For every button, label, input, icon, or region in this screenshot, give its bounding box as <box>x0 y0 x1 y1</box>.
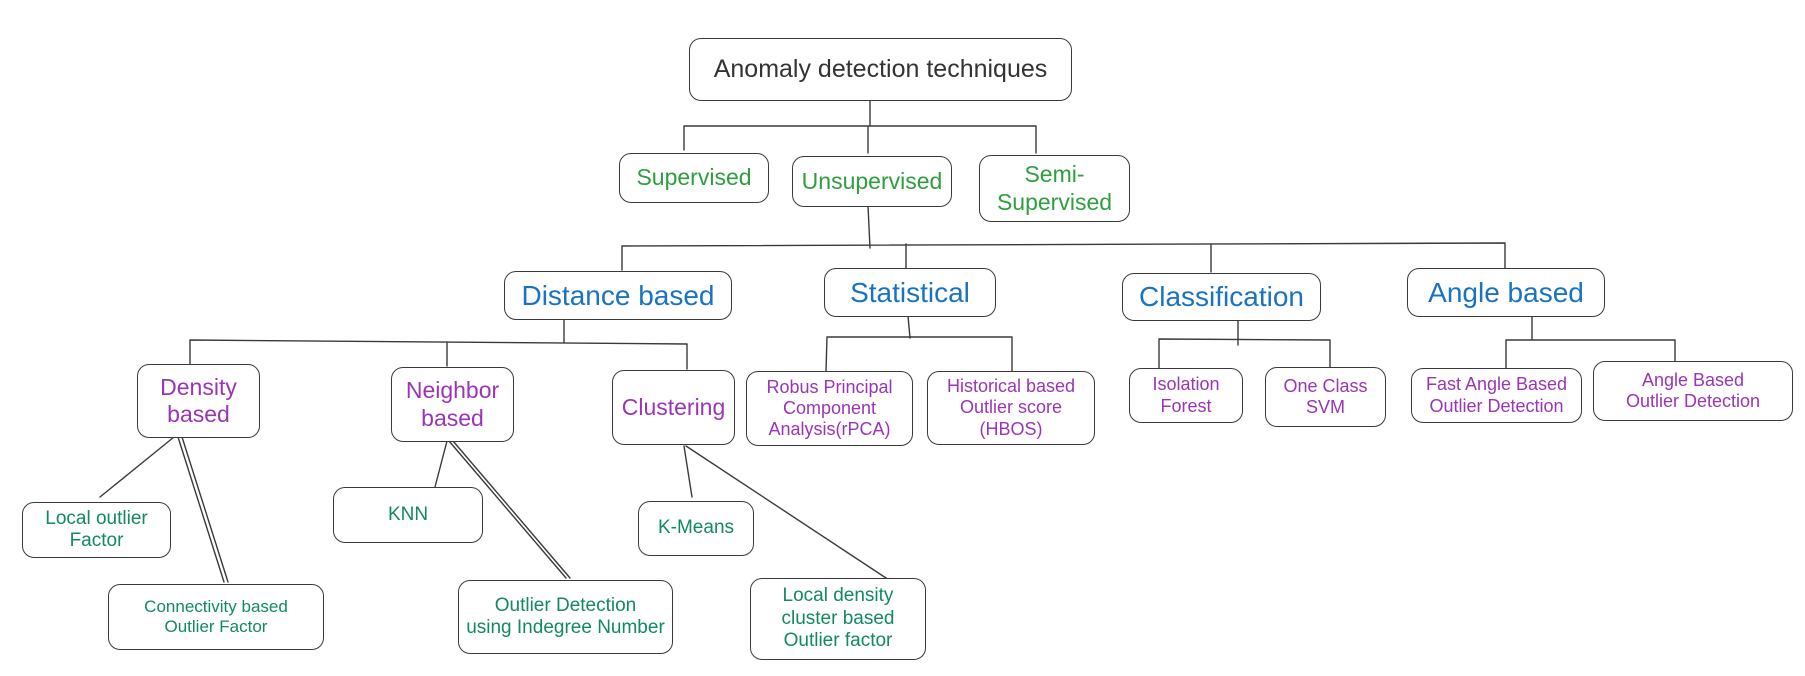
one-class-svm-node: One Class SVM <box>1265 367 1386 427</box>
connector-statistical-bus <box>825 315 1013 373</box>
isolation-forest-node: Isolation Forest <box>1129 368 1243 423</box>
connector-distance-bus <box>189 318 688 370</box>
connector-clustering-ldcof <box>685 445 890 581</box>
semi-supervised-node: Semi- Supervised <box>979 155 1130 222</box>
density-based-node: Density based <box>137 364 260 438</box>
connector-density-lof <box>99 436 175 498</box>
kmeans-node: K-Means <box>638 501 754 556</box>
connector-neighbor-knn <box>434 440 448 488</box>
clustering-node: Clustering <box>612 370 735 445</box>
distance-based-node: Distance based <box>504 271 732 320</box>
neighbor-based-node: Neighbor based <box>391 367 514 442</box>
connector-neighbor-odin <box>448 440 571 579</box>
root-node: Anomaly detection techniques <box>689 38 1072 101</box>
rpca-node: Robus Principal Component Analysis(rPCA) <box>746 371 913 446</box>
knn-node: KNN <box>333 487 483 543</box>
ldcof-node: Local density cluster based Outlier fact… <box>750 578 926 660</box>
unsupervised-node: Unsupervised <box>792 156 952 207</box>
abod-node: Angle Based Outlier Detection <box>1593 361 1793 421</box>
connector-classification-bus <box>1158 320 1331 369</box>
connector-angle-bus <box>1505 315 1676 369</box>
connector-unsupervised-bus <box>621 205 1506 273</box>
fast-abod-node: Fast Angle Based Outlier Detection <box>1411 368 1582 423</box>
angle-based-node: Angle based <box>1407 268 1605 317</box>
local-outlier-factor-node: Local outlier Factor <box>22 502 171 558</box>
connector-density-cof <box>177 436 229 583</box>
classification-node: Classification <box>1122 273 1321 321</box>
connector-root-bus <box>683 99 1037 154</box>
connectivity-outlier-factor-node: Connectivity based Outlier Factor <box>108 584 324 650</box>
hbos-node: Historical based Outlier score (HBOS) <box>927 371 1095 445</box>
supervised-node: Supervised <box>619 153 769 203</box>
statistical-node: Statistical <box>824 268 996 317</box>
outlier-detection-indegree-node: Outlier Detection using Indegree Number <box>458 580 673 654</box>
connector-clustering-kmeans <box>683 445 693 498</box>
